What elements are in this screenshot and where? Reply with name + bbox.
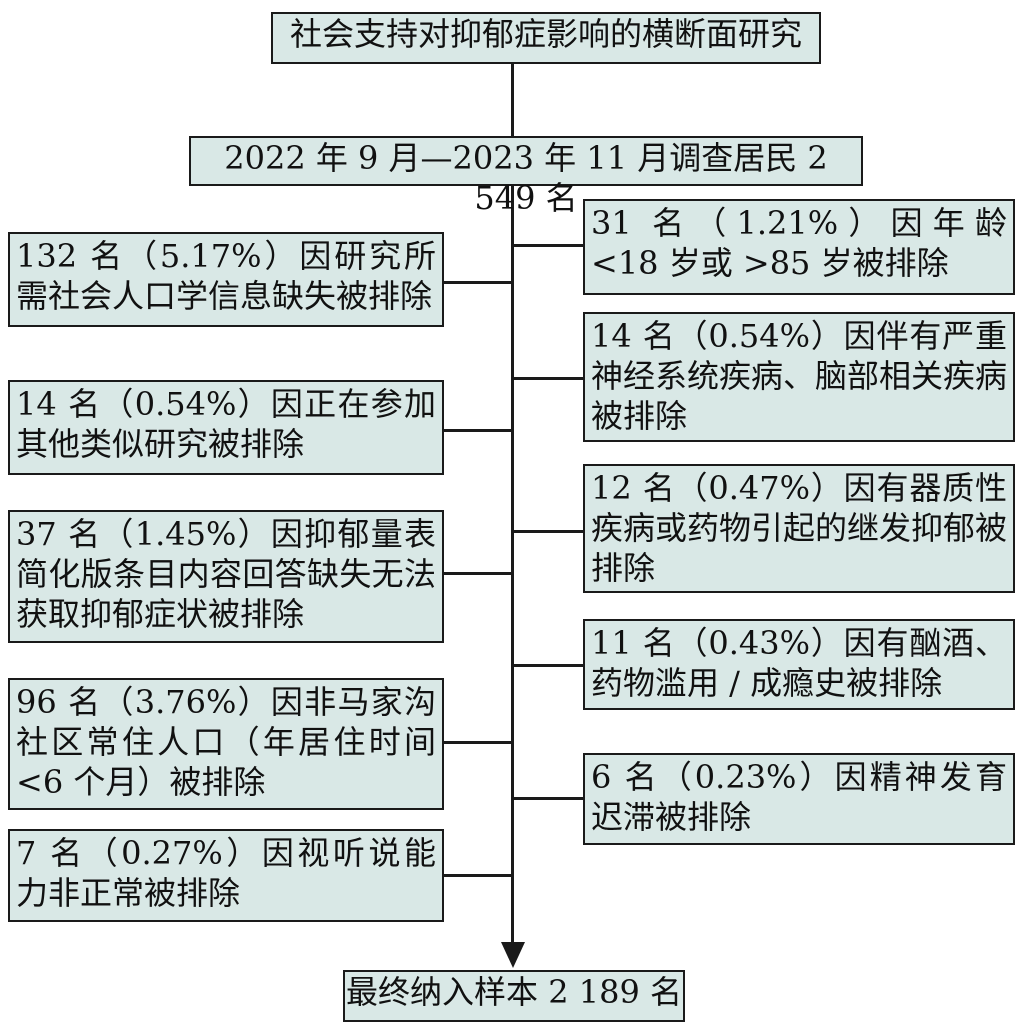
exclusion-box-left-4: 96 名（3.76%）因非马家沟社区常住人口（年居住时间<6 个月）被排除 bbox=[8, 678, 444, 810]
exclusion-box-left-5: 7 名（0.27%）因视听说能力非正常被排除 bbox=[8, 829, 444, 922]
branch-left-2 bbox=[442, 429, 513, 432]
branch-right-2 bbox=[511, 377, 585, 380]
final-sample-box: 最终纳入样本 2 189 名 bbox=[343, 970, 685, 1022]
exclusion-box-right-4: 11 名（0.43%）因有酗酒、药物滥用 / 成瘾史被排除 bbox=[583, 619, 1015, 710]
branch-left-1 bbox=[442, 281, 513, 284]
main-flow-line bbox=[511, 184, 514, 944]
exclusion-box-left-3: 37 名（1.45%）因抑郁量表简化版条目内容回答缺失无法获取抑郁症状被排除 bbox=[8, 510, 444, 643]
branch-left-5 bbox=[442, 874, 513, 877]
exclusion-box-right-5: 6 名（0.23%）因精神发育迟滞被排除 bbox=[583, 753, 1015, 845]
branch-right-3 bbox=[511, 530, 585, 533]
exclusion-box-right-3: 12 名（0.47%）因有器质性疾病或药物引起的继发抑郁被排除 bbox=[583, 464, 1015, 593]
exclusion-box-right-1: 31 名（1.21%）因年龄 <18 岁或 >85 岁被排除 bbox=[583, 199, 1015, 295]
branch-left-3 bbox=[442, 572, 513, 575]
exclusion-box-right-2: 14 名（0.54%）因伴有严重神经系统疾病、脑部相关疾病被排除 bbox=[583, 312, 1015, 442]
branch-left-4 bbox=[442, 741, 513, 744]
branch-right-5 bbox=[511, 797, 585, 800]
branch-right-4 bbox=[511, 664, 585, 667]
survey-box: 2022 年 9 月—2023 年 11 月调查居民 2 549 名 bbox=[189, 136, 863, 217]
connector-title-to-survey bbox=[511, 62, 514, 138]
exclusion-box-left-2: 14 名（0.54%）因正在参加其他类似研究被排除 bbox=[8, 380, 444, 475]
title-box: 社会支持对抑郁症影响的横断面研究 bbox=[271, 12, 821, 64]
exclusion-box-left-1: 132 名（5.17%）因研究所需社会人口学信息缺失被排除 bbox=[8, 232, 444, 327]
branch-right-1 bbox=[511, 244, 585, 247]
